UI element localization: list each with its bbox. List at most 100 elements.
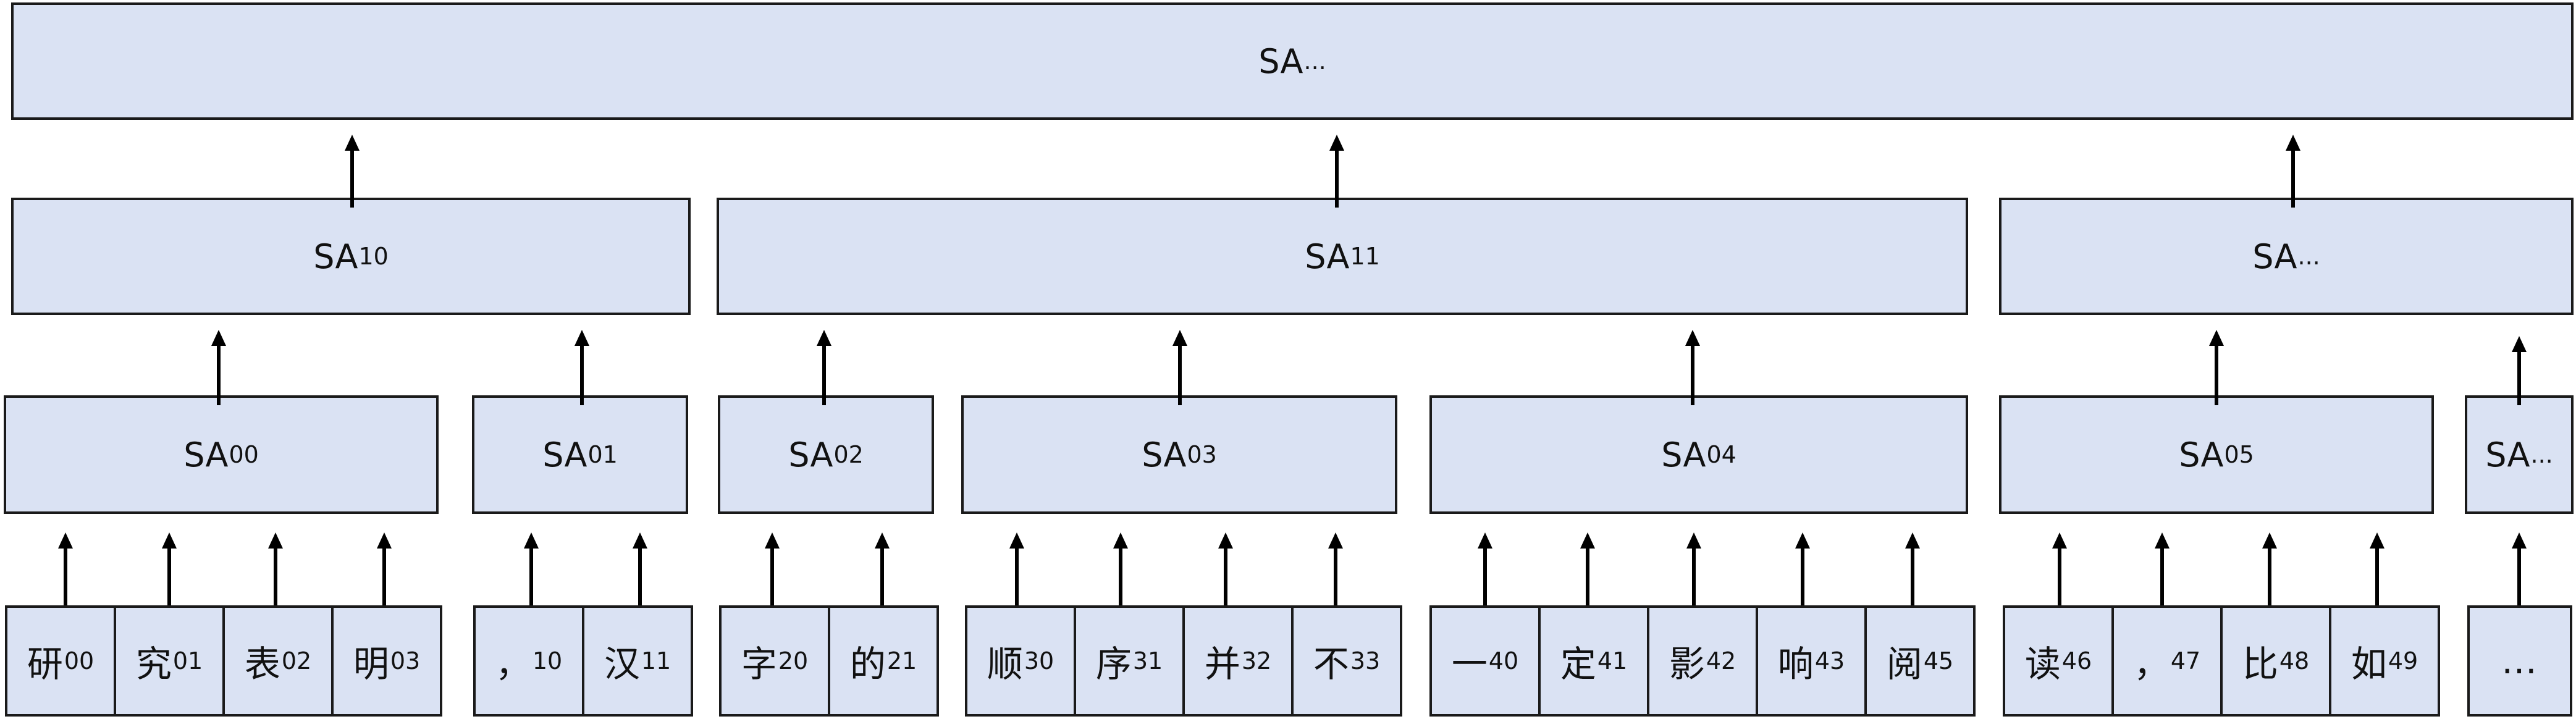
token-char: 响 [1777, 643, 1814, 685]
up-arrow-icon [1686, 532, 1701, 605]
sa-level0-label: SA [1142, 435, 1187, 474]
token-index: 03 [390, 647, 421, 675]
token-char: ， [495, 643, 531, 685]
up-arrow-icon [211, 330, 226, 405]
sa-level0-label: SA [183, 435, 229, 474]
token-index: 46 [2061, 647, 2092, 675]
token-char: 汉 [604, 643, 640, 685]
token-char: 序 [1095, 643, 1132, 685]
token-index: 49 [2388, 647, 2418, 675]
token-index: 41 [1597, 647, 1628, 675]
up-arrow-icon [345, 135, 360, 208]
up-arrow-icon [2512, 532, 2527, 605]
token-char: 字 [741, 643, 777, 685]
up-arrow-icon [765, 532, 780, 605]
sa-level1-label: SA [1305, 237, 1350, 276]
sa-level1-sub: 10 [358, 243, 389, 270]
up-arrow-icon [875, 532, 890, 605]
up-arrow-icon [817, 330, 831, 405]
sa-level0-sub: 01 [587, 441, 618, 468]
token-char: 的 [849, 643, 886, 685]
sa-top-sub: ... [1303, 48, 1326, 75]
sa-level0-sub: 03 [1187, 441, 1217, 468]
up-arrow-icon [268, 532, 283, 605]
sa-level0-sub: ... [2530, 441, 2553, 468]
up-arrow-icon [1113, 532, 1128, 605]
token-box: ，47 [2111, 605, 2223, 717]
token-index: 11 [641, 647, 671, 675]
up-arrow-icon [2370, 532, 2384, 605]
token-index: 45 [1923, 647, 1954, 675]
token-char: 阅 [1886, 643, 1922, 685]
sa-level1-sub: 11 [1350, 243, 1380, 270]
token-index: 21 [886, 647, 917, 675]
token-char: 顺 [987, 643, 1023, 685]
sa-level0-sub: 05 [2224, 441, 2254, 468]
token-char: 比 [2242, 643, 2278, 685]
sa-level0-sub: 00 [229, 441, 259, 468]
up-arrow-icon [2512, 336, 2527, 405]
token-char: 研 [27, 643, 63, 685]
token-index: 10 [532, 647, 563, 675]
token-index: 42 [1706, 647, 1736, 675]
token-char: 究 [135, 643, 172, 685]
sa-level0-sub: 02 [833, 441, 864, 468]
up-arrow-icon [2209, 330, 2224, 405]
sa-top-label: SA [1258, 41, 1303, 81]
token-index: 33 [1350, 647, 1381, 675]
up-arrow-icon [575, 330, 589, 405]
token-char: 如 [2351, 643, 2387, 685]
token-char: ， [2133, 643, 2170, 685]
sa-level0-label: SA [2485, 435, 2530, 474]
token-char: 不 [1313, 643, 1349, 685]
sa-level0-label: SA [788, 435, 833, 474]
token-char: 影 [1669, 643, 1705, 685]
up-arrow-icon [162, 532, 177, 605]
token-index: 31 [1132, 647, 1163, 675]
token-index: 01 [172, 647, 203, 675]
token-char: 表 [244, 643, 280, 685]
up-arrow-icon [1580, 532, 1595, 605]
sa-level1-box: SA... [1999, 198, 2574, 315]
sa-top-box: SA... [11, 2, 2574, 120]
token-char: 读 [2024, 643, 2061, 685]
token-index: 32 [1241, 647, 1272, 675]
up-arrow-icon [1218, 532, 1233, 605]
up-arrow-icon [1685, 330, 1700, 405]
token-index: 02 [281, 647, 312, 675]
token-index: 47 [2170, 647, 2201, 675]
sa-level0-label: SA [1661, 435, 1706, 474]
sa-level1-label: SA [313, 237, 358, 276]
sa-level0-label: SA [542, 435, 587, 474]
up-arrow-icon [524, 532, 539, 605]
up-arrow-icon [2052, 532, 2067, 605]
sa-level0-label: SA [2179, 435, 2224, 474]
token-index: 20 [778, 647, 809, 675]
up-arrow-icon [377, 532, 392, 605]
up-arrow-icon [1905, 532, 1920, 605]
sa-level0-sub: 04 [1706, 441, 1736, 468]
up-arrow-icon [1795, 532, 1810, 605]
